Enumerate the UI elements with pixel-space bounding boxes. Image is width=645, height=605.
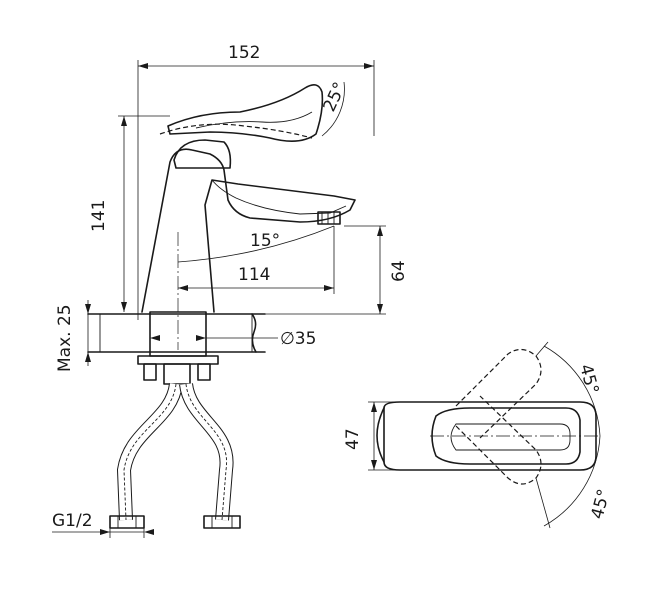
hose-right-fill: [180, 382, 233, 521]
handle-rotated-up: [455, 348, 542, 439]
dim-arc-rotation-upper: [543, 345, 601, 437]
base-front-cap: [376, 407, 385, 463]
hose-connector: [163, 363, 191, 385]
top-view: 47 45° 45°: [343, 341, 615, 529]
side-view: 152 25° 141 15° 114 64 Max. 25: [52, 43, 409, 538]
fixing-plate: [137, 355, 219, 365]
label-overall-length: 152: [228, 43, 260, 63]
dim-arc-spout-angle: [177, 225, 335, 263]
label-spout-angle: 15°: [250, 231, 280, 251]
cartridge-cap: [173, 139, 232, 169]
fixing-nut-left: [143, 363, 157, 381]
handle-lever: [167, 84, 324, 142]
label-max-thickness: Max. 25: [55, 304, 75, 372]
handle-top: [431, 407, 581, 465]
hose-right-pattern: [185, 383, 227, 521]
label-spout-height: 64: [389, 260, 409, 282]
aerator: [317, 211, 341, 225]
countertop-right-section: [205, 313, 253, 353]
dim-arc-handle-angle: [321, 81, 345, 137]
fixing-nut-right: [197, 363, 211, 381]
countertop-left-section: [99, 313, 151, 353]
handle-top-inner: [450, 423, 571, 451]
label-connection-thread: G1/2: [52, 511, 93, 531]
label-rotation-upper: 45°: [575, 362, 602, 396]
label-handle-width: 47: [343, 428, 363, 450]
label-rotation-lower: 45°: [588, 487, 615, 521]
handle-inner: [195, 111, 313, 129]
faucet-body-outline: [141, 148, 356, 313]
hose-nut-left: [109, 515, 145, 529]
handle-alternate-position: [159, 123, 313, 139]
hose-nut-right: [203, 515, 241, 529]
spout-underside: [211, 179, 347, 215]
dim-arc-rotation-lower: [543, 435, 601, 527]
label-handle-angle: 25°: [320, 79, 351, 115]
label-height: 141: [89, 200, 109, 232]
label-spout-reach: 114: [238, 265, 270, 285]
label-hole-diameter: ∅35: [280, 329, 316, 349]
hose-left-pattern: [123, 383, 177, 521]
